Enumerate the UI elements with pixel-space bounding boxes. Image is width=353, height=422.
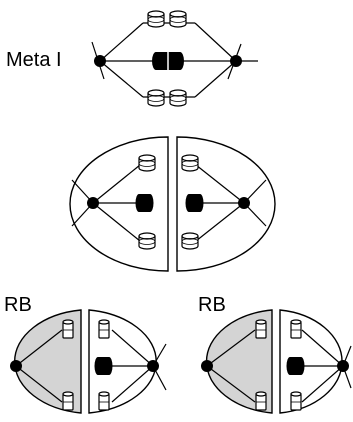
half-spool (286, 357, 305, 375)
storage-drum (181, 232, 199, 250)
storage-capsule (290, 391, 302, 411)
storage-drum (169, 10, 187, 28)
rb-left-edges (15, 329, 167, 403)
storage-capsule (98, 391, 110, 411)
central-spool (151, 51, 185, 71)
storage-drum (169, 89, 187, 107)
node (147, 360, 159, 372)
storage-capsule (290, 319, 302, 339)
half-spool (94, 357, 113, 375)
node (201, 360, 213, 372)
rb-right-edges (206, 329, 352, 403)
storage-capsule (255, 391, 267, 411)
panel-rb-right: RB (198, 294, 352, 414)
right-half-shell (176, 136, 276, 272)
storage-drum (138, 232, 156, 250)
node (94, 55, 106, 67)
label-rb-left: RB (4, 294, 32, 316)
storage-drum (181, 154, 199, 172)
node (10, 360, 22, 372)
node (87, 197, 99, 209)
node (238, 197, 250, 209)
half-spool (135, 194, 154, 212)
half-spool (185, 194, 204, 212)
node (230, 55, 242, 67)
panel-rb-left: RB (4, 294, 167, 414)
node (337, 360, 349, 372)
storage-capsule (62, 391, 74, 411)
label-meta-i: Meta I (6, 49, 62, 71)
storage-capsule (62, 319, 74, 339)
panel-meta-i: Meta I (6, 10, 258, 107)
label-rb-right: RB (198, 294, 226, 316)
storage-capsule (98, 319, 110, 339)
storage-drum (147, 10, 165, 28)
storage-drum (138, 154, 156, 172)
storage-capsule (255, 319, 267, 339)
storage-drum (147, 89, 165, 107)
